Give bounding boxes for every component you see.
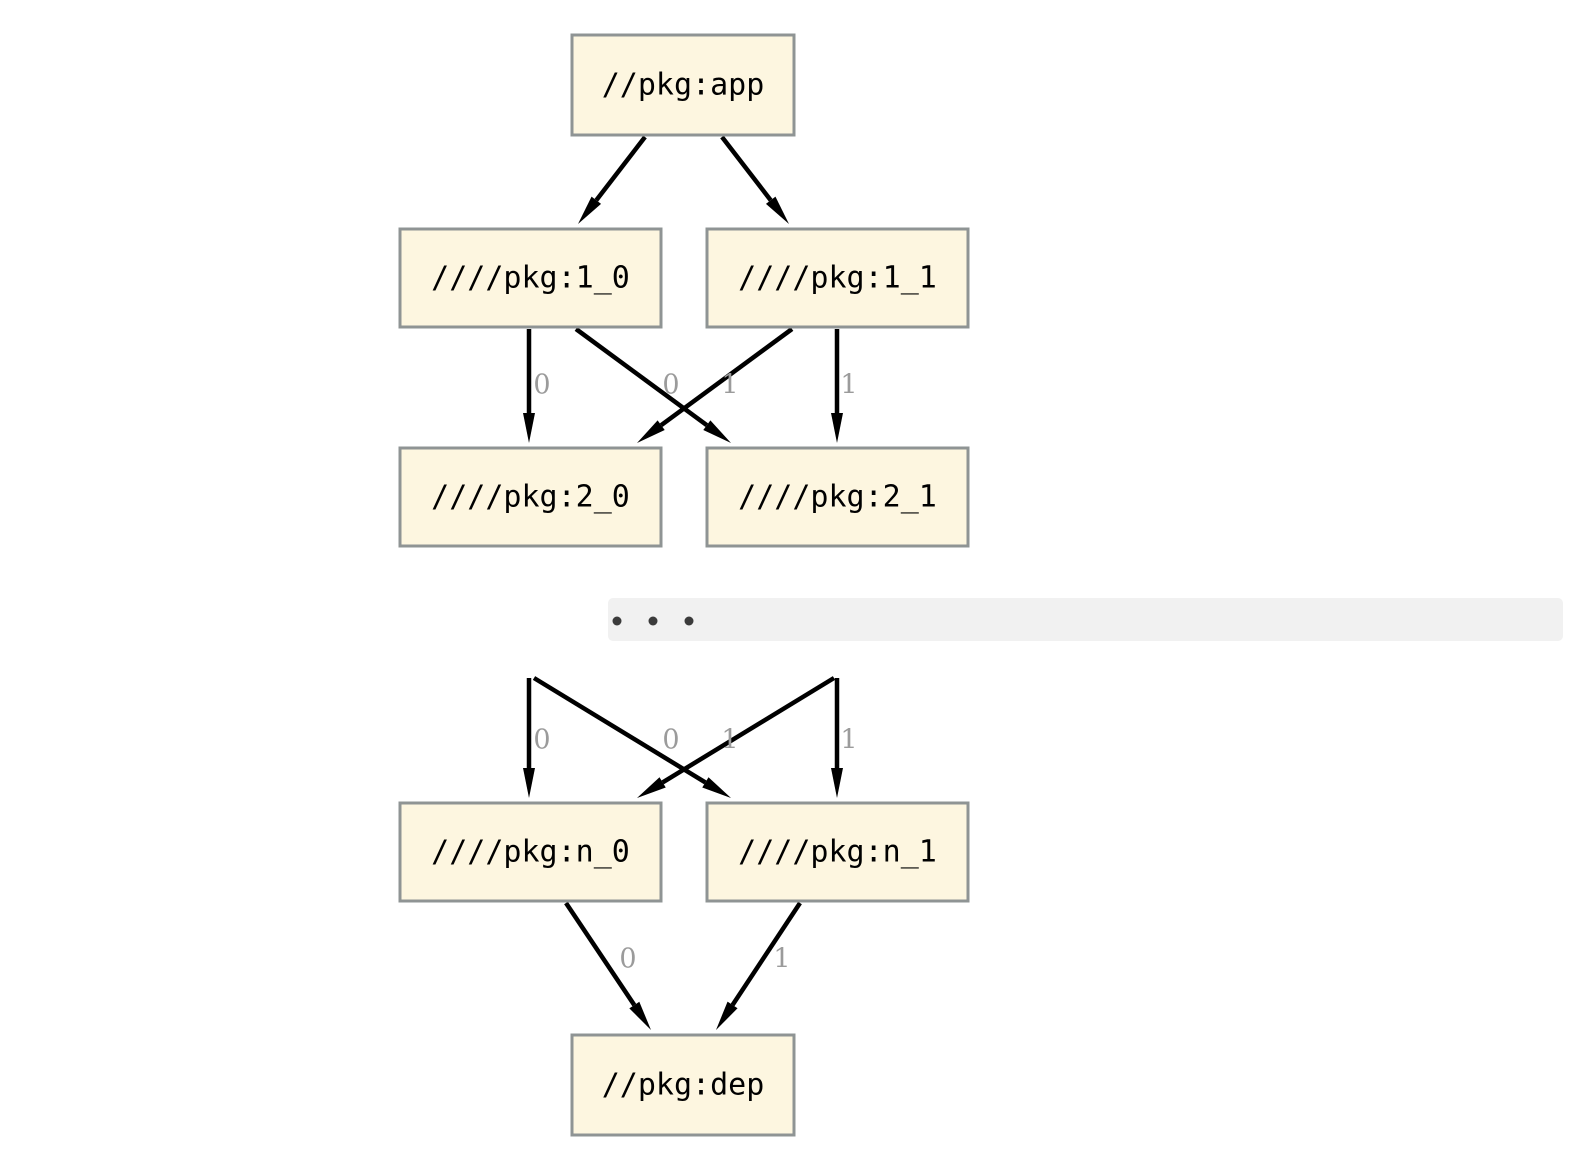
edge-arrowhead [716, 1001, 738, 1030]
node-label: ////pkg:2_0 [431, 480, 630, 515]
edge-line [594, 135, 647, 202]
node-box[interactable] [705, 801, 970, 903]
edge-line [661, 676, 836, 785]
node-box[interactable] [398, 801, 663, 903]
node-label: ////pkg:1_0 [431, 261, 630, 296]
edge-line [659, 327, 794, 428]
ellipsis-dot [684, 616, 694, 626]
node-box[interactable] [570, 1033, 796, 1137]
node-box[interactable] [398, 227, 663, 329]
edge-line [730, 901, 802, 1007]
node-n2_0[interactable]: ////pkg:2_0 [398, 446, 663, 548]
edge-arrowhead [629, 1001, 651, 1030]
node-label: ////pkg:2_1 [738, 480, 937, 515]
edge-label: 1 [721, 370, 738, 401]
edge-arrowhead [637, 420, 665, 443]
node-nn_1[interactable]: ////pkg:n_1 [705, 801, 970, 903]
edge-label: 0 [619, 944, 636, 975]
edge-line [574, 327, 709, 428]
edge-arrowhead [765, 196, 789, 224]
ellipsis-dot [612, 616, 622, 626]
node-dep[interactable]: //pkg:dep [570, 1033, 796, 1137]
edge-arrowhead [831, 413, 843, 443]
edge-label: 1 [773, 944, 790, 975]
node-nn_0[interactable]: ////pkg:n_0 [398, 801, 663, 903]
ellipsis-separator [608, 598, 1563, 641]
node-box[interactable] [705, 446, 970, 548]
edge-label: 0 [533, 725, 550, 756]
edge-label: 1 [721, 725, 738, 756]
edge-arrowhead [702, 777, 731, 798]
nodes-layer: //pkg:app ////pkg:1_0 ////pkg:1_1 ////pkg:2… [398, 33, 970, 1137]
edge-label: 0 [533, 370, 550, 401]
edge-line [532, 676, 707, 785]
edge-arrowhead [703, 420, 731, 443]
edge-arrowhead [523, 768, 535, 798]
edge-line [720, 135, 773, 202]
edge-arrowhead [637, 777, 666, 798]
edge-line [564, 901, 637, 1007]
node-box[interactable] [705, 227, 970, 329]
edge-label: 1 [840, 370, 857, 401]
edges-layer [523, 135, 843, 1030]
edge-arrowhead [578, 196, 602, 224]
node-label: //pkg:dep [602, 1068, 765, 1103]
edge-arrowhead [523, 413, 535, 443]
node-box[interactable] [570, 33, 796, 137]
edge-arrowhead [831, 768, 843, 798]
edge-label: 0 [662, 725, 679, 756]
node-label: ////pkg:n_0 [431, 835, 630, 870]
edge-label: 0 [662, 370, 679, 401]
node-n1_1[interactable]: ////pkg:1_1 [705, 227, 970, 329]
node-box[interactable] [398, 446, 663, 548]
node-n1_0[interactable]: ////pkg:1_0 [398, 227, 663, 329]
node-label: //pkg:app [602, 68, 765, 103]
node-label: ////pkg:n_1 [738, 835, 937, 870]
node-label: ////pkg:1_1 [738, 261, 937, 296]
ellipsis-dot [648, 616, 658, 626]
node-n2_1[interactable]: ////pkg:2_1 [705, 446, 970, 548]
edge-labels-layer: 0 0 1 1 0 0 1 1 0 1 [533, 370, 857, 975]
node-app[interactable]: //pkg:app [570, 33, 796, 137]
edge-label: 1 [840, 725, 857, 756]
ellipsis-band [608, 598, 1563, 641]
